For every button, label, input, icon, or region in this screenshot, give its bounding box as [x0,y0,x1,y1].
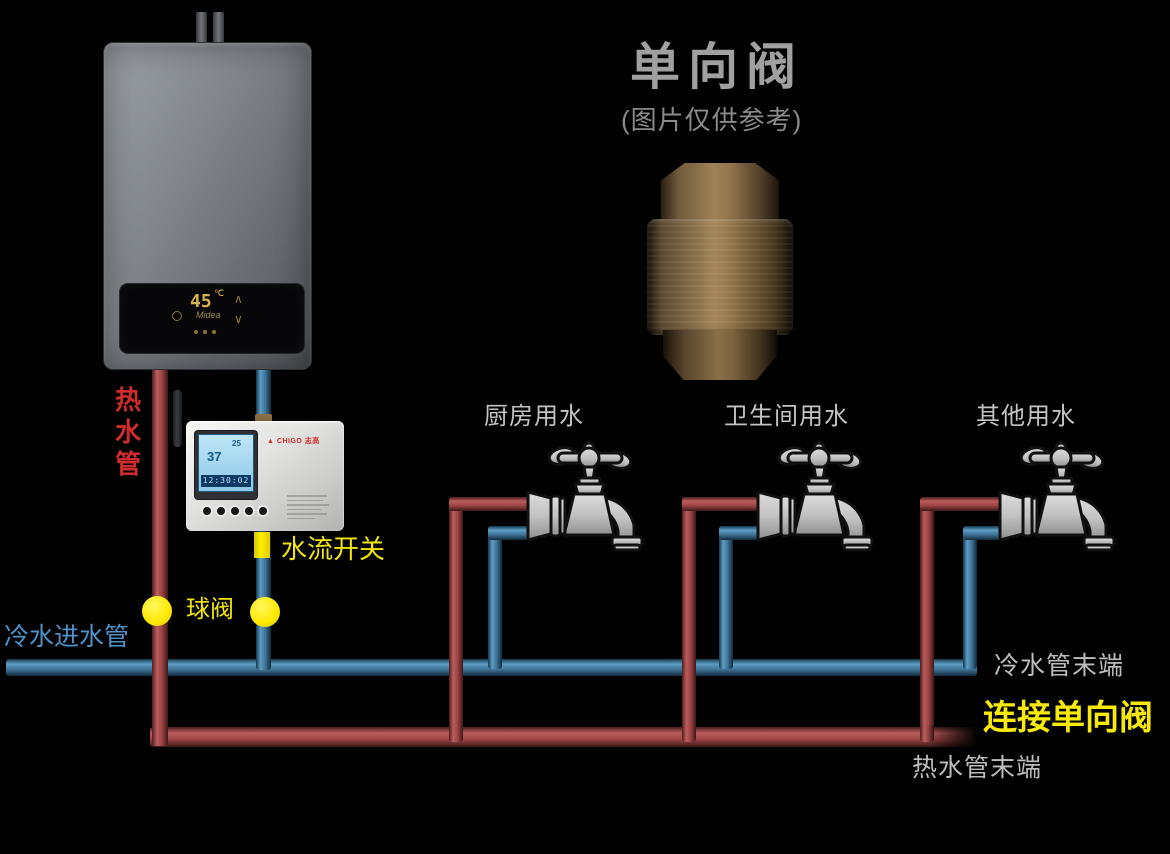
controller-lcd: 25 37 12:30:02 [198,434,254,492]
ball-valve-hot [142,596,172,626]
heater-brand-logo: Midea [196,310,221,320]
hot-pipe-label: 热水管 [111,386,142,482]
flow-controller: 25 37 12:30:02 ▲ CHIGO 志高 [186,421,344,531]
hot-main-fade [925,725,990,749]
chigo-logo-mark: ▲ [267,438,275,445]
water-heater: 45 ℃ Midea ∧ ∨ [103,42,312,370]
controller-button[interactable] [243,505,255,517]
faucet2-cold-top [719,526,765,540]
controller-fine-print [287,495,331,522]
controller-button[interactable] [215,505,227,517]
faucet-other [990,437,1140,567]
connect-check-valve-label: 连接单向阀 [983,699,1153,737]
faucet1-hot-top [449,497,535,511]
ball-valve-label: 球阀 [186,596,234,623]
faucet3-cold-riser [963,526,977,669]
ball-valve-cold [250,597,280,627]
faucet2-cold-riser [719,526,733,669]
faucet1-hot-riser [449,497,463,742]
controller-antenna [173,390,182,447]
lcd-big-value: 37 [207,449,222,464]
faucet2-hot-riser [682,497,696,742]
faucet1-cold-top [488,526,535,540]
lcd-small-value: 25 [232,439,241,448]
cold-end-label: 冷水管末端 [994,652,1125,680]
check-valve-body [647,219,793,335]
status-icons [194,321,221,339]
controller-button[interactable] [257,505,269,517]
check-valve-bottom-hex [663,330,777,380]
cold-inlet-label: 冷水进水管 [4,623,130,651]
faucet3-cold-top [963,526,1007,540]
faucet1-cold-riser [488,526,502,669]
check-valve-top-hex [661,163,779,225]
faucet-bathroom [748,437,898,567]
faucet-other-label: 其他用水 [976,403,1076,430]
controller-button[interactable] [229,505,241,517]
lcd-time: 12:30:02 [201,475,251,487]
faucet3-hot-riser [920,497,934,742]
flow-switch-label: 水流开关 [281,534,386,564]
chigo-logo-text: CHIGO 志高 [276,438,320,445]
temp-down-icon: ∨ [234,312,243,326]
pipe-fitting [255,414,272,425]
heater-flue-icon [196,12,207,43]
power-icon [172,311,182,321]
faucet-kitchen [518,437,668,567]
faucet3-hot-top [920,497,1007,511]
chigo-logo: ▲ CHIGO 志高 [267,436,320,446]
controller-button[interactable] [201,505,213,517]
heater-display: 45 ℃ Midea ∧ ∨ [119,283,305,354]
faucet-bathroom-label: 卫生间用水 [724,403,849,430]
faucet-kitchen-label: 厨房用水 [484,403,584,430]
faucet2-hot-top [682,497,765,511]
heater-flue-icon [213,12,224,43]
heater-temp-value: 45 [190,291,212,312]
heater-hot-pipe [152,368,168,746]
controller-screen-bezel: 25 37 12:30:02 [194,430,258,500]
page-subtitle: (图片仅供参考) [621,105,803,135]
page-title: 单向阀 [630,39,804,95]
flow-switch-marker [254,532,270,558]
controller-buttons[interactable] [201,504,271,522]
temp-up-icon: ∧ [234,292,243,306]
hot-end-label: 热水管末端 [912,754,1043,782]
heater-temp-unit: ℃ [214,289,225,299]
hot-main-pipe [150,727,986,747]
